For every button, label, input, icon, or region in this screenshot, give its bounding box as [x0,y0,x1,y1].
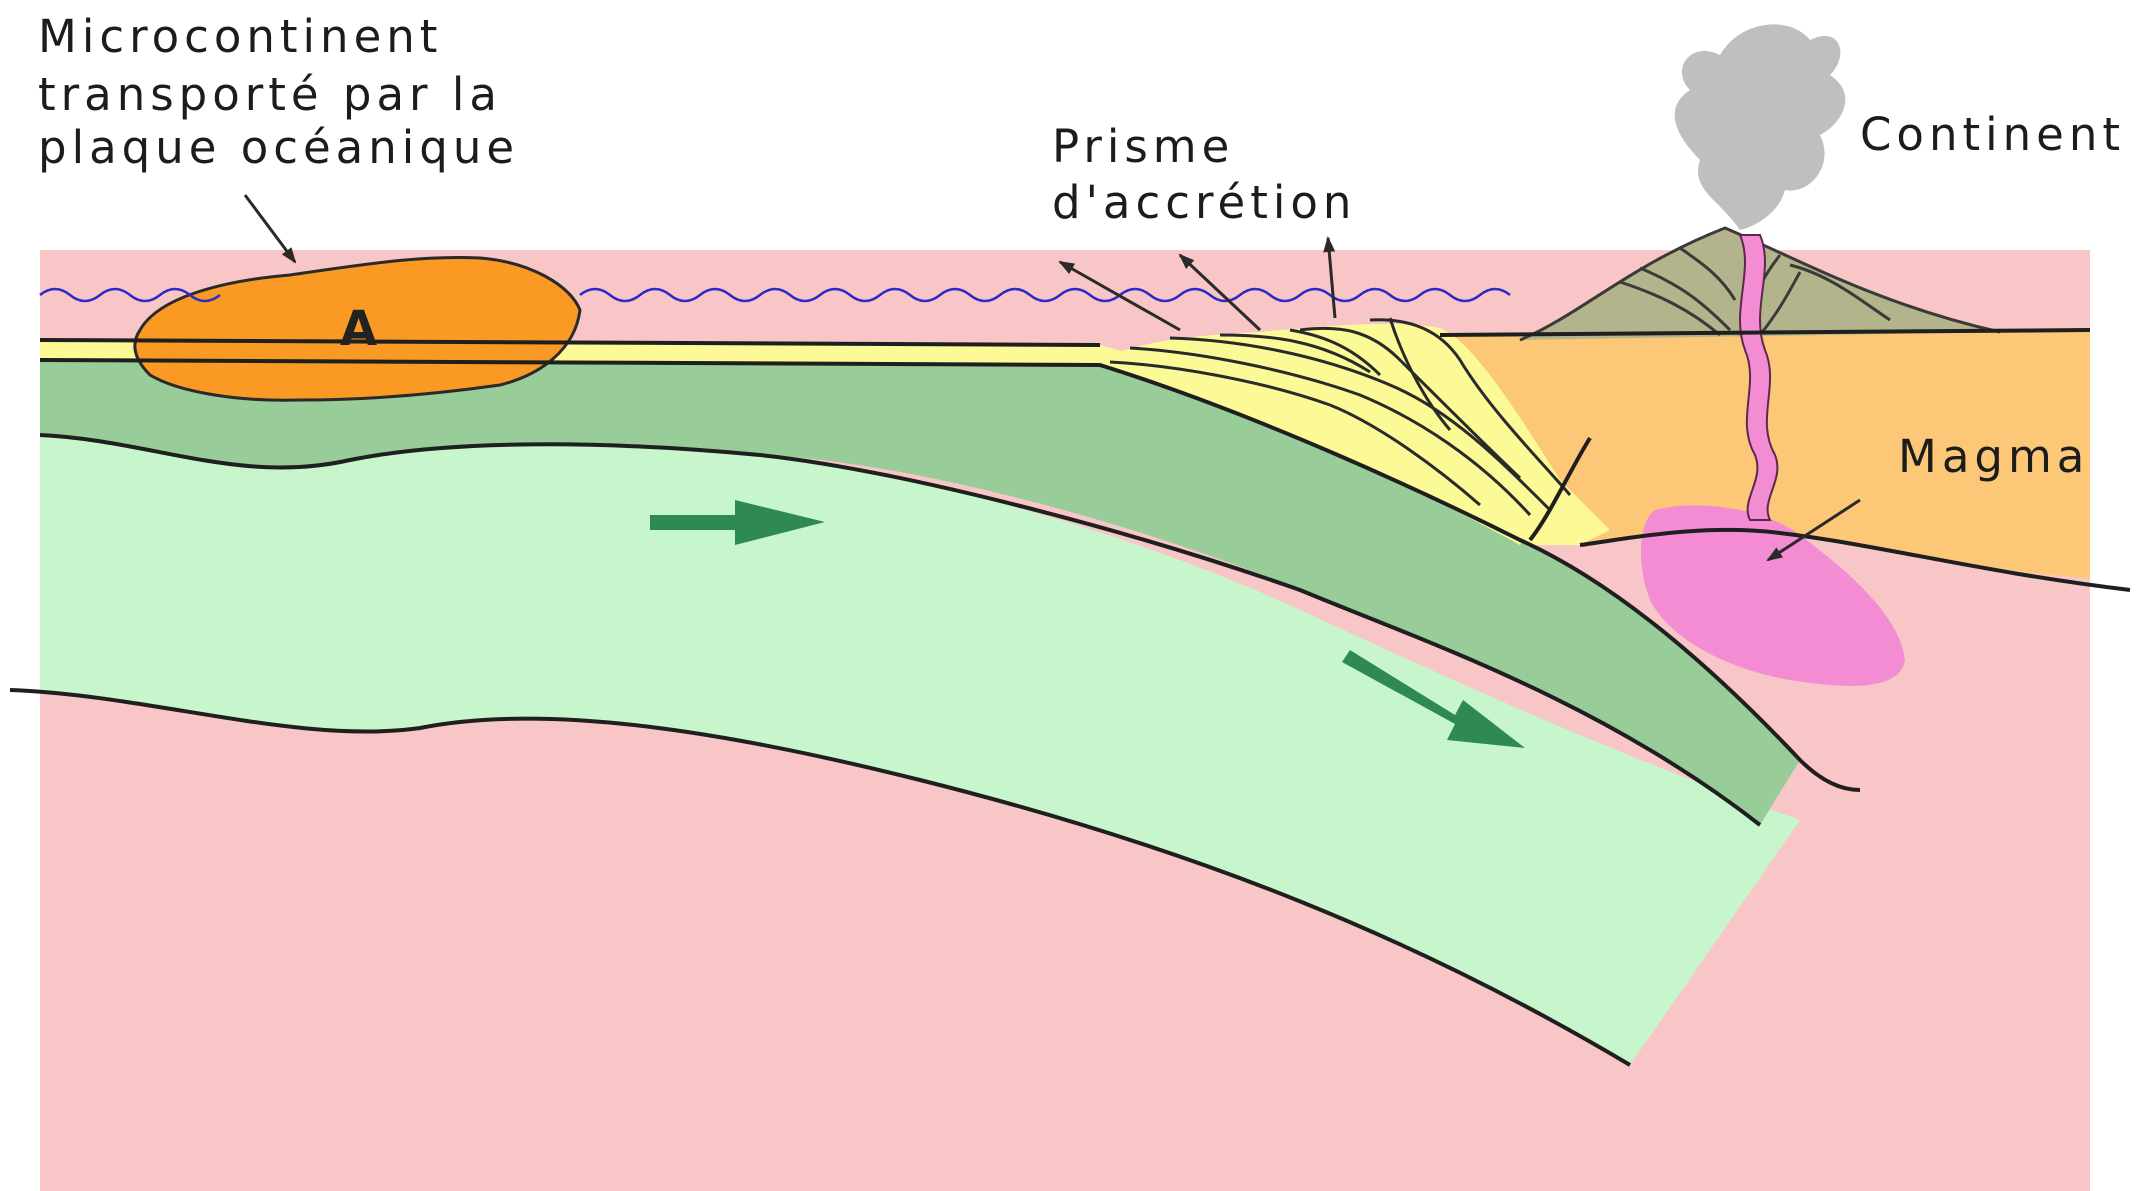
label-continent: Continent [1860,108,2125,161]
label-prisme-line2: d'accrétion [1052,176,1356,229]
label-microcontinent-line2: transporté par la [38,68,502,121]
label-microcontinent-line3: plaque océanique [38,121,519,174]
label-microcontinent-letter: A [340,301,377,357]
label-magma: Magma [1898,430,2089,483]
ash-cloud [1675,24,1846,230]
label-prisme-line1: Prisme [1052,120,1234,173]
label-microcontinent-line1: Microcontinent [38,10,442,63]
